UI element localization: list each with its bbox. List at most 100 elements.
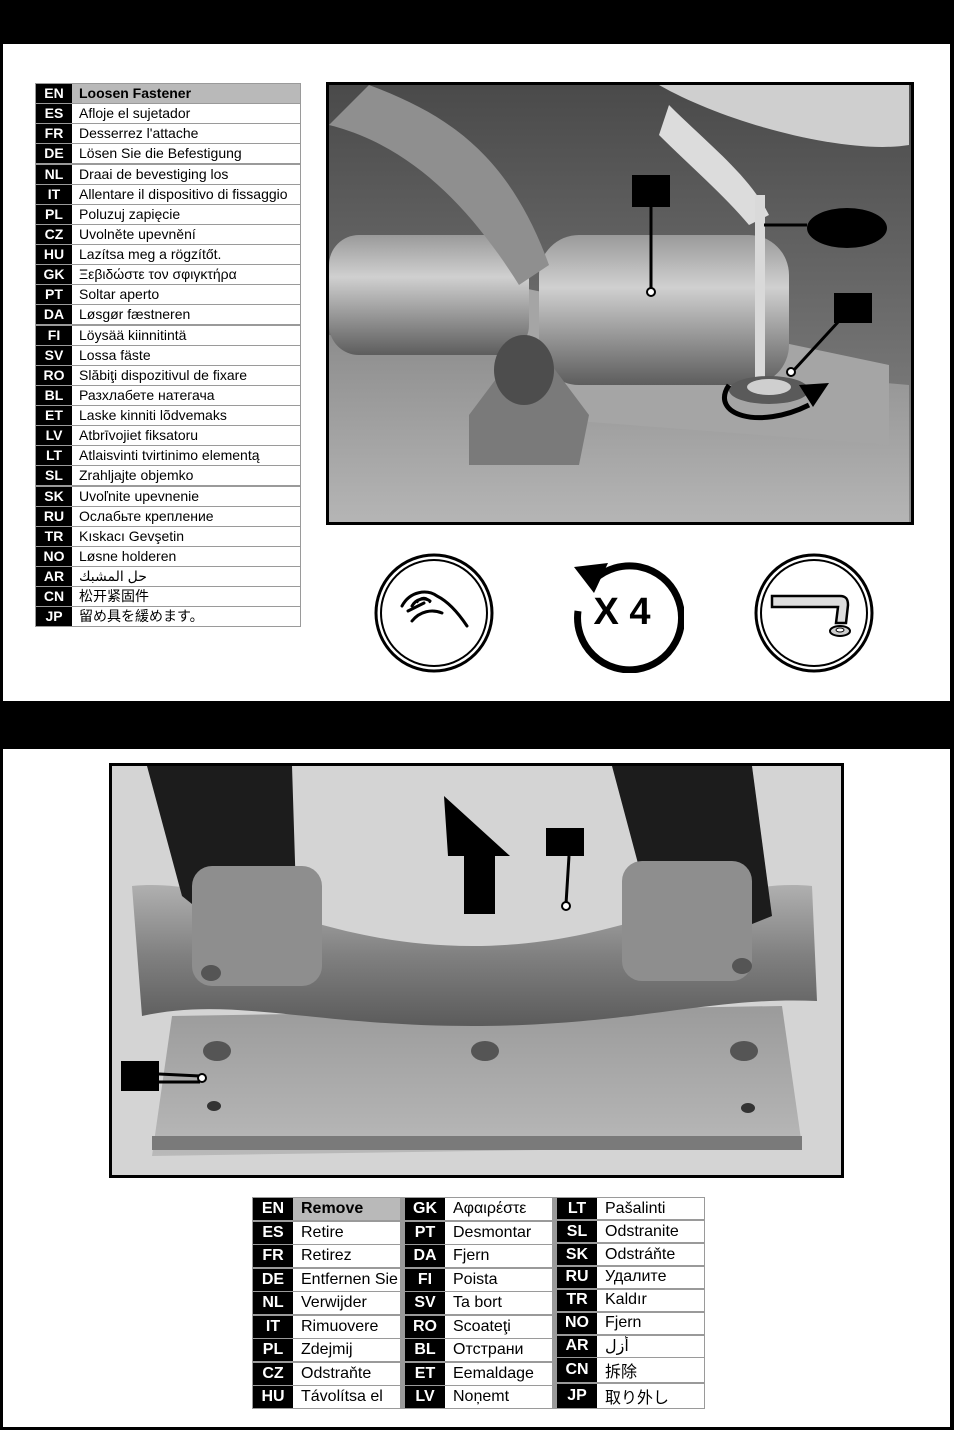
language-code: TR: [36, 526, 72, 546]
language-text: Uvolněte upevnění: [79, 225, 196, 242]
language-code: EN: [36, 84, 72, 103]
language-text: Poista: [453, 1270, 498, 1288]
language-code: GK: [36, 265, 72, 285]
language-row-da: DA Løsgør fæstneren: [36, 305, 300, 325]
language-text: Fjern: [605, 1314, 642, 1332]
language-code: PL: [253, 1339, 293, 1361]
language-code: DA: [36, 305, 72, 325]
language-cell-it: IT Rimuovere: [253, 1315, 400, 1338]
language-code: ET: [36, 406, 72, 425]
language-text: Löysää kiinnitintä: [79, 326, 187, 343]
language-text: Rimuovere: [301, 1317, 379, 1335]
language-text: 取り外し: [605, 1389, 670, 1407]
language-code: NO: [36, 546, 72, 566]
language-code: CZ: [253, 1362, 293, 1385]
language-text: Kıskacı Gevşetin: [79, 527, 185, 544]
language-code: CZ: [36, 224, 72, 244]
language-text: Afloje el sujetador: [79, 105, 191, 122]
language-code: NO: [557, 1312, 597, 1335]
language-text: Ξεβιδώστε τον σφιγκτήρα: [79, 266, 237, 283]
language-row-lt: LT Atlaisvinti tvirtinimo elementą: [36, 446, 300, 466]
language-text: Uvoľnite upevnenie: [79, 487, 200, 504]
language-text: Odstráňte: [605, 1245, 676, 1263]
language-text: Løsgør fæstneren: [79, 306, 191, 323]
step1-photo-loosen-fastener: [326, 82, 914, 525]
language-text: Fjern: [453, 1247, 490, 1264]
language-row-tr: TR Kıskacı Gevşetin: [36, 526, 300, 546]
language-code: SL: [557, 1220, 597, 1243]
language-code: LV: [36, 426, 72, 446]
language-text: Verwijder: [301, 1294, 367, 1311]
language-row-et: ET Laske kinniti lõdvemaks: [36, 406, 300, 425]
language-text: Ta bort: [453, 1294, 502, 1311]
language-code: AR: [36, 567, 72, 586]
language-text: Atlaisvinti tvirtinimo elementą: [79, 447, 260, 464]
language-text: Løsne holderen: [79, 547, 177, 564]
language-text: Lossa fäste: [79, 346, 151, 363]
language-code: SV: [36, 345, 72, 365]
language-text: Poluzuj zapięcie: [79, 205, 181, 222]
language-code: JP: [36, 607, 72, 627]
language-cell-es: ES Retire: [253, 1221, 400, 1244]
rotate-count-label: X 4: [593, 591, 650, 633]
language-text: Lazítsa meg a rögzítőt.: [79, 246, 222, 262]
language-code: RO: [405, 1315, 445, 1338]
language-row-sv: SV Lossa fäste: [36, 345, 300, 365]
language-text: Atbrīvojiet fiksatoru: [79, 427, 199, 444]
language-code: RU: [557, 1266, 597, 1289]
language-code: ET: [405, 1362, 445, 1385]
language-code: HU: [36, 245, 72, 264]
language-row-cz: CZ Uvolněte upevnění: [36, 224, 300, 244]
language-code: AR: [557, 1335, 597, 1357]
language-text: Отстрани: [453, 1341, 524, 1358]
language-text: أزل: [605, 1338, 629, 1356]
language-code: FR: [36, 124, 72, 144]
language-code: DE: [36, 144, 72, 164]
language-text: Slăbiţi dispozitivul de fixare: [79, 366, 248, 383]
language-text: Αφαιρέστε: [453, 1200, 527, 1217]
language-text: Retirez: [301, 1247, 352, 1264]
language-text: Kaldır: [605, 1291, 647, 1309]
language-code: LT: [36, 446, 72, 466]
language-code: ES: [253, 1221, 293, 1244]
language-text: Entfernen Sie: [301, 1270, 398, 1288]
language-code: DE: [253, 1268, 293, 1291]
language-text: Laske kinniti lõdvemaks: [79, 407, 227, 423]
language-text: Távolítsa el: [301, 1388, 383, 1405]
language-text: 拆除: [605, 1364, 638, 1382]
language-text: Retire: [301, 1223, 344, 1241]
language-text: 留め具を緩めます。: [79, 608, 204, 625]
language-text: Разхлабете натегача: [79, 386, 215, 403]
language-text: Удалите: [605, 1268, 667, 1286]
language-code: EN: [253, 1198, 293, 1220]
language-code: NL: [36, 164, 72, 184]
rotate-counterclockwise-icon: X 4: [560, 549, 684, 673]
language-code: IT: [253, 1315, 293, 1338]
